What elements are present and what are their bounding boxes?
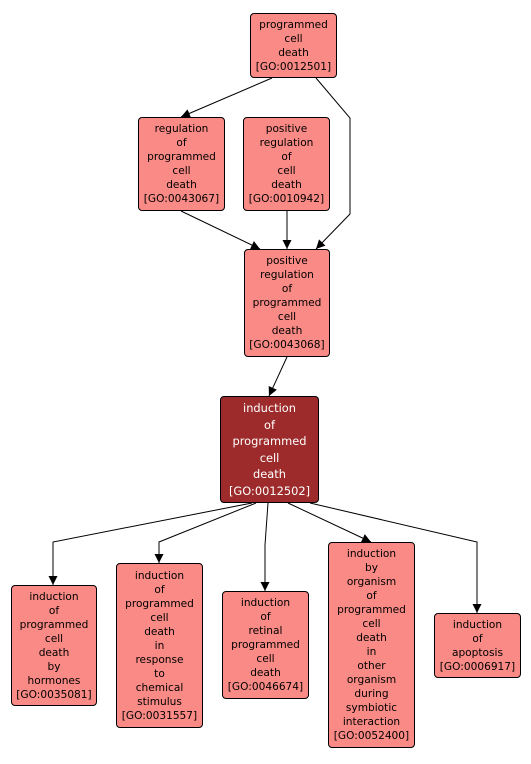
node-label-line: induction [240, 597, 291, 609]
node-label-line: apoptosis [451, 646, 504, 659]
node-label-line: of [154, 583, 165, 596]
node-label-line: hormones [27, 674, 81, 687]
node-label-line: chemical [135, 681, 184, 694]
node-label-line: cell [150, 611, 169, 624]
node-label-line: death [271, 179, 302, 191]
node-label-line: programmed [252, 297, 322, 309]
node-label-line: during [354, 688, 389, 700]
node-label-line: cell [172, 165, 191, 177]
edge-GO0012501-to-GO0043068 [315, 77, 351, 250]
node-label-line: induction [134, 569, 185, 582]
node-label-line: regulation [154, 123, 209, 135]
go-term-node-go0043068[interactable]: positive regulation of programmed cell death [… [244, 249, 330, 357]
node-label-line: by [365, 562, 378, 574]
node-label-line: regulation [259, 137, 314, 149]
node-label-line: cell [284, 32, 303, 45]
edge-GO0012502-to-GO0031557 [154, 502, 257, 563]
node-label-line: death [356, 632, 387, 644]
edge-GO0012501-to-GO0043067 [180, 77, 273, 118]
node-label-line: interaction [342, 716, 401, 728]
node-label-line: positive [265, 123, 308, 135]
go-term-node-go0012502[interactable]: induction of programmed cell death [GO:001250… [220, 396, 319, 503]
node-label-line: death [253, 467, 286, 481]
go-term-node-go0046674[interactable]: induction of retinal programmed cell death [GO… [222, 591, 309, 699]
edge-GO0043067-to-GO0043068 [180, 210, 261, 250]
edge-GO0012502-to-GO0052400 [287, 502, 372, 543]
node-term-id: [GO:0035081] [16, 688, 92, 701]
go-term-node-go0052400[interactable]: induction by organism of programmed cell death… [328, 542, 415, 748]
node-label-line: other [357, 660, 386, 672]
node-label-line: cell [362, 618, 381, 630]
node-label-line: programmed [232, 434, 307, 448]
node-label-line: in [366, 646, 377, 658]
node-label-line: of [264, 417, 275, 432]
node-label-line: induction [452, 618, 503, 631]
node-label-line: programmed [19, 618, 89, 631]
node-term-id: [GO:0043068] [249, 339, 325, 351]
node-label-line: symbiotic [345, 702, 398, 714]
node-label-line: programmed [231, 639, 300, 651]
node-label-line: of [176, 137, 187, 149]
node-label-line: induction [346, 548, 397, 560]
node-label-line: stimulus [137, 695, 182, 708]
node-label-line: cell [277, 311, 297, 323]
node-label-line: induction [29, 590, 79, 603]
node-label-line: organism [346, 674, 397, 686]
edge-GO0012502-to-GO0006917 [309, 502, 482, 613]
node-label-line: death [278, 46, 309, 59]
edge-GO0012502-to-GO0035081 [48, 502, 253, 585]
node-label-line: cell [277, 165, 296, 177]
node-label-line: organism [346, 576, 397, 588]
go-term-node-go0043067[interactable]: regulation of programmed cell death [GO:00430… [138, 117, 225, 211]
node-label-line: programmed [337, 604, 406, 616]
node-label-line: death [166, 179, 197, 191]
node-label-line: in [154, 639, 165, 652]
node-term-id: [GO:0012501] [255, 60, 332, 73]
node-label-line: death [144, 625, 175, 638]
node-label-line: death [271, 325, 303, 337]
node-label-line: response [135, 653, 184, 666]
node-label-line: programmed [147, 151, 216, 163]
node-label-line: death [38, 646, 70, 659]
edge-GO0012502-to-GO0046674 [260, 502, 270, 591]
node-term-id: [GO:0031557] [121, 709, 198, 722]
node-label-line: cell [259, 450, 280, 465]
node-label-line: induction [243, 401, 296, 415]
node-label-line: programmed [125, 597, 194, 610]
node-label-line: by [47, 660, 61, 673]
node-label-line: programmed [259, 18, 328, 31]
node-label-line: of [260, 611, 271, 623]
node-label-line: of [48, 604, 60, 617]
node-label-line: of [281, 283, 293, 295]
node-term-id: [GO:0006917] [439, 660, 516, 673]
node-label-line: death [250, 667, 281, 679]
node-label-line: of [472, 632, 483, 645]
go-term-node-go0010942[interactable]: positive regulation of cell death [GO:0010942… [243, 117, 330, 211]
node-label-line: of [366, 590, 377, 602]
node-label-line: cell [44, 632, 64, 645]
edge-GO0043068-to-GO0012502 [268, 356, 288, 397]
node-label-line: of [281, 151, 292, 163]
node-term-id: [GO:0010942] [248, 193, 325, 205]
node-label-line: to [154, 667, 165, 680]
node-label-line: positive [266, 255, 308, 267]
node-term-id: [GO:0043067] [143, 193, 220, 205]
node-term-id: [GO:0012502] [228, 483, 311, 498]
node-label-line: cell [256, 653, 275, 665]
node-label-line: retinal [248, 625, 283, 637]
node-term-id: [GO:0052400] [333, 730, 410, 742]
node-label-line: regulation [260, 269, 314, 281]
node-term-id: [GO:0046674] [227, 681, 304, 693]
